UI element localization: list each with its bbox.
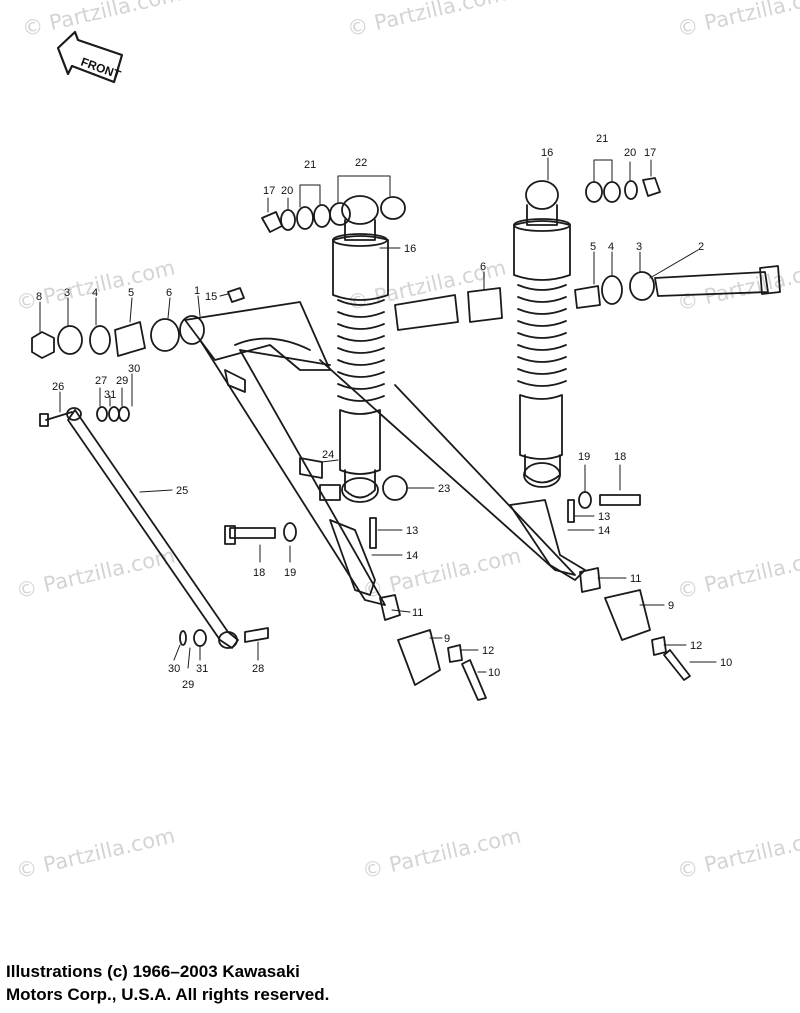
- callout: 22: [355, 157, 367, 169]
- callout: 24: [322, 449, 334, 461]
- swing-arm: [184, 301, 586, 606]
- callout: 5: [128, 287, 134, 299]
- leader-lines: [39, 157, 717, 673]
- callout: 5: [590, 241, 596, 253]
- callout: 30: [128, 363, 140, 375]
- copyright-line: Illustrations (c) 1966–2003 Kawasaki: [6, 962, 300, 981]
- callout: 11: [630, 573, 641, 585]
- callout: 15: [205, 291, 217, 303]
- copyright-notice: Illustrations (c) 1966–2003 Kawasaki Mot…: [6, 960, 426, 1006]
- left-shock-upper-hardware: [261, 196, 406, 233]
- callout: 16: [541, 147, 553, 159]
- right-shock-upper-hardware: [585, 177, 661, 203]
- callout: 29: [116, 375, 128, 387]
- callout: 10: [488, 667, 500, 679]
- callout: 14: [406, 550, 418, 562]
- callout: 11: [412, 607, 423, 619]
- left-pivot-hardware: [31, 287, 245, 359]
- callout: 21: [596, 133, 608, 145]
- copyright-line: Motors Corp., U.S.A. All rights reserved…: [6, 985, 330, 1004]
- callout: 14: [598, 525, 610, 537]
- callout: 30: [168, 663, 180, 675]
- callout: 31: [196, 663, 208, 675]
- callout: 8: [36, 291, 42, 303]
- callout: 21: [304, 159, 316, 171]
- callout: 12: [482, 645, 494, 657]
- callout: 26: [52, 381, 64, 393]
- callout: 12: [690, 640, 702, 652]
- callout: 1: [194, 285, 200, 297]
- pivot-shaft: [394, 265, 781, 331]
- callout: 18: [614, 451, 626, 463]
- callout: 18: [253, 567, 265, 579]
- callout: 3: [636, 241, 642, 253]
- callout: 13: [598, 511, 610, 523]
- callout: 28: [252, 663, 264, 675]
- chain-adjusters: [379, 567, 691, 701]
- callout: 25: [176, 485, 188, 497]
- callout: 2: [698, 241, 704, 253]
- callout: 9: [444, 633, 450, 645]
- callout: 19: [578, 451, 590, 463]
- callout: 9: [668, 600, 674, 612]
- right-shock-absorber: [513, 180, 571, 488]
- callout: 10: [720, 657, 732, 669]
- fasteners: [39, 406, 641, 647]
- callout: 3: [64, 287, 70, 299]
- callout: 19: [284, 567, 296, 579]
- callout: 27: [95, 375, 107, 387]
- callout: 29: [182, 679, 194, 691]
- callout: 6: [166, 287, 172, 299]
- callout: 23: [438, 483, 450, 495]
- callout: 31: [104, 389, 116, 401]
- callout: 17: [644, 147, 656, 159]
- front-arrow-icon: FRONT: [56, 30, 123, 84]
- callout: 20: [624, 147, 636, 159]
- callout: 17: [263, 185, 275, 197]
- torque-link: [66, 407, 239, 649]
- callout-labels: 8 3 4 5 6 1 15 17 20 21 22 16 16 21 20 1…: [36, 133, 732, 691]
- callout: 13: [406, 525, 418, 537]
- callout: 6: [480, 261, 486, 273]
- callout: 4: [92, 287, 98, 299]
- callout: 16: [404, 243, 416, 255]
- callout: 20: [281, 185, 293, 197]
- callout: 4: [608, 241, 614, 253]
- left-shock-absorber: [332, 195, 389, 503]
